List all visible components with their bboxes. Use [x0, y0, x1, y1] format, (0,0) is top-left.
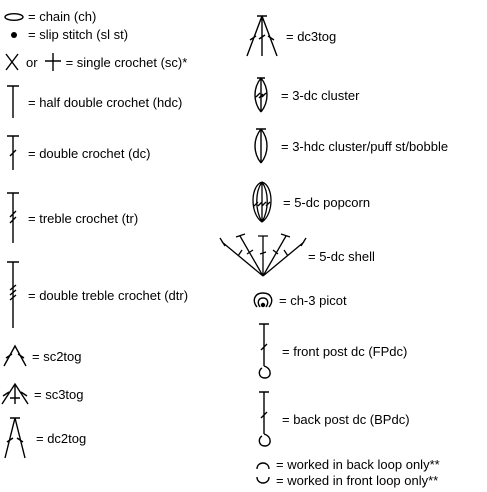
legend-row-3hdc-cluster: = 3-hdc cluster/puff st/bobble	[251, 127, 448, 165]
legend-label: = back post dc (BPdc)	[282, 411, 410, 427]
or-text: or	[26, 54, 38, 70]
legend-row-dtr: = double treble crochet (dtr)	[4, 260, 188, 330]
legend-label: = 3-hdc cluster/puff st/bobble	[281, 138, 449, 154]
dc2tog-symbol-icon	[2, 416, 28, 460]
legend-label: = worked in back loop only**	[276, 457, 440, 472]
legend-row-front-loop: = worked in front loop only**	[255, 473, 438, 488]
legend-label: = front post dc (FPdc)	[282, 343, 408, 359]
ch3-picot-symbol-icon	[253, 290, 273, 310]
dtr-symbol-icon	[4, 260, 22, 330]
5dc-popcorn-symbol-icon	[247, 180, 277, 224]
fpdc-symbol-icon	[254, 322, 274, 380]
legend-label: = worked in front loop only**	[276, 473, 439, 488]
legend-row-dc3tog: = dc3tog	[244, 14, 336, 58]
legend-row-sc2tog: = sc2tog	[2, 344, 82, 368]
front-loop-arc-icon	[255, 475, 271, 487]
legend-label: = 5-dc popcorn	[283, 194, 371, 210]
legend-row-slip-stitch: = slip stitch (sl st)	[4, 27, 128, 42]
legend-row-tr: = treble crochet (tr)	[4, 191, 138, 245]
legend-row-dc: = double crochet (dc)	[4, 134, 150, 172]
legend-label: = sc2tog	[32, 348, 82, 364]
legend-row-fpdc: = front post dc (FPdc)	[254, 322, 407, 380]
legend-label: = dc2tog	[36, 430, 87, 446]
legend-label: = slip stitch (sl st)	[28, 27, 129, 42]
3hdc-cluster-symbol-icon	[251, 127, 271, 165]
legend-label: = 5-dc shell	[308, 248, 375, 264]
legend-row-back-loop: = worked in back loop only**	[255, 457, 440, 472]
chain-oval-icon	[4, 12, 24, 22]
legend-row-chain: = chain (ch)	[4, 9, 96, 24]
legend-row-5dc-shell: = 5-dc shell	[220, 234, 375, 278]
legend-row-single-crochet: or = single crochet (sc)*	[4, 52, 187, 72]
legend-label: = double treble crochet (dtr)	[28, 287, 189, 303]
legend-label: = ch-3 picot	[279, 292, 347, 308]
sc3tog-symbol-icon	[0, 382, 30, 406]
legend-label: = double crochet (dc)	[28, 145, 151, 161]
legend-row-5dc-popcorn: = 5-dc popcorn	[247, 180, 370, 224]
legend-label: = single crochet (sc)*	[65, 54, 188, 70]
bpdc-symbol-icon	[254, 390, 274, 448]
legend-label: = treble crochet (tr)	[28, 210, 139, 226]
tr-symbol-icon	[4, 191, 22, 245]
single-crochet-plus-icon	[44, 52, 62, 72]
legend-row-dc2tog: = dc2tog	[2, 416, 86, 460]
back-loop-arc-icon	[255, 459, 271, 471]
legend-row-sc3tog: = sc3tog	[0, 382, 84, 406]
legend-label: = half double crochet (hdc)	[28, 94, 183, 110]
3dc-cluster-symbol-icon	[251, 76, 271, 114]
dc3tog-symbol-icon	[244, 14, 280, 58]
hdc-symbol-icon	[4, 84, 22, 120]
legend-label: = 3-dc cluster	[281, 87, 360, 103]
slip-stitch-dot-icon	[4, 29, 24, 41]
5dc-shell-symbol-icon	[220, 234, 306, 278]
single-crochet-x-icon	[4, 52, 20, 72]
legend-label: = dc3tog	[286, 28, 337, 44]
dc-symbol-icon	[4, 134, 22, 172]
legend-label: = sc3tog	[34, 386, 84, 402]
sc2tog-symbol-icon	[2, 344, 28, 368]
legend-row-hdc: = half double crochet (hdc)	[4, 84, 182, 120]
legend-row-ch3-picot: = ch-3 picot	[253, 290, 347, 310]
legend-row-3dc-cluster: = 3-dc cluster	[251, 76, 359, 114]
legend-row-bpdc: = back post dc (BPdc)	[254, 390, 410, 448]
legend-label: = chain (ch)	[28, 9, 97, 24]
